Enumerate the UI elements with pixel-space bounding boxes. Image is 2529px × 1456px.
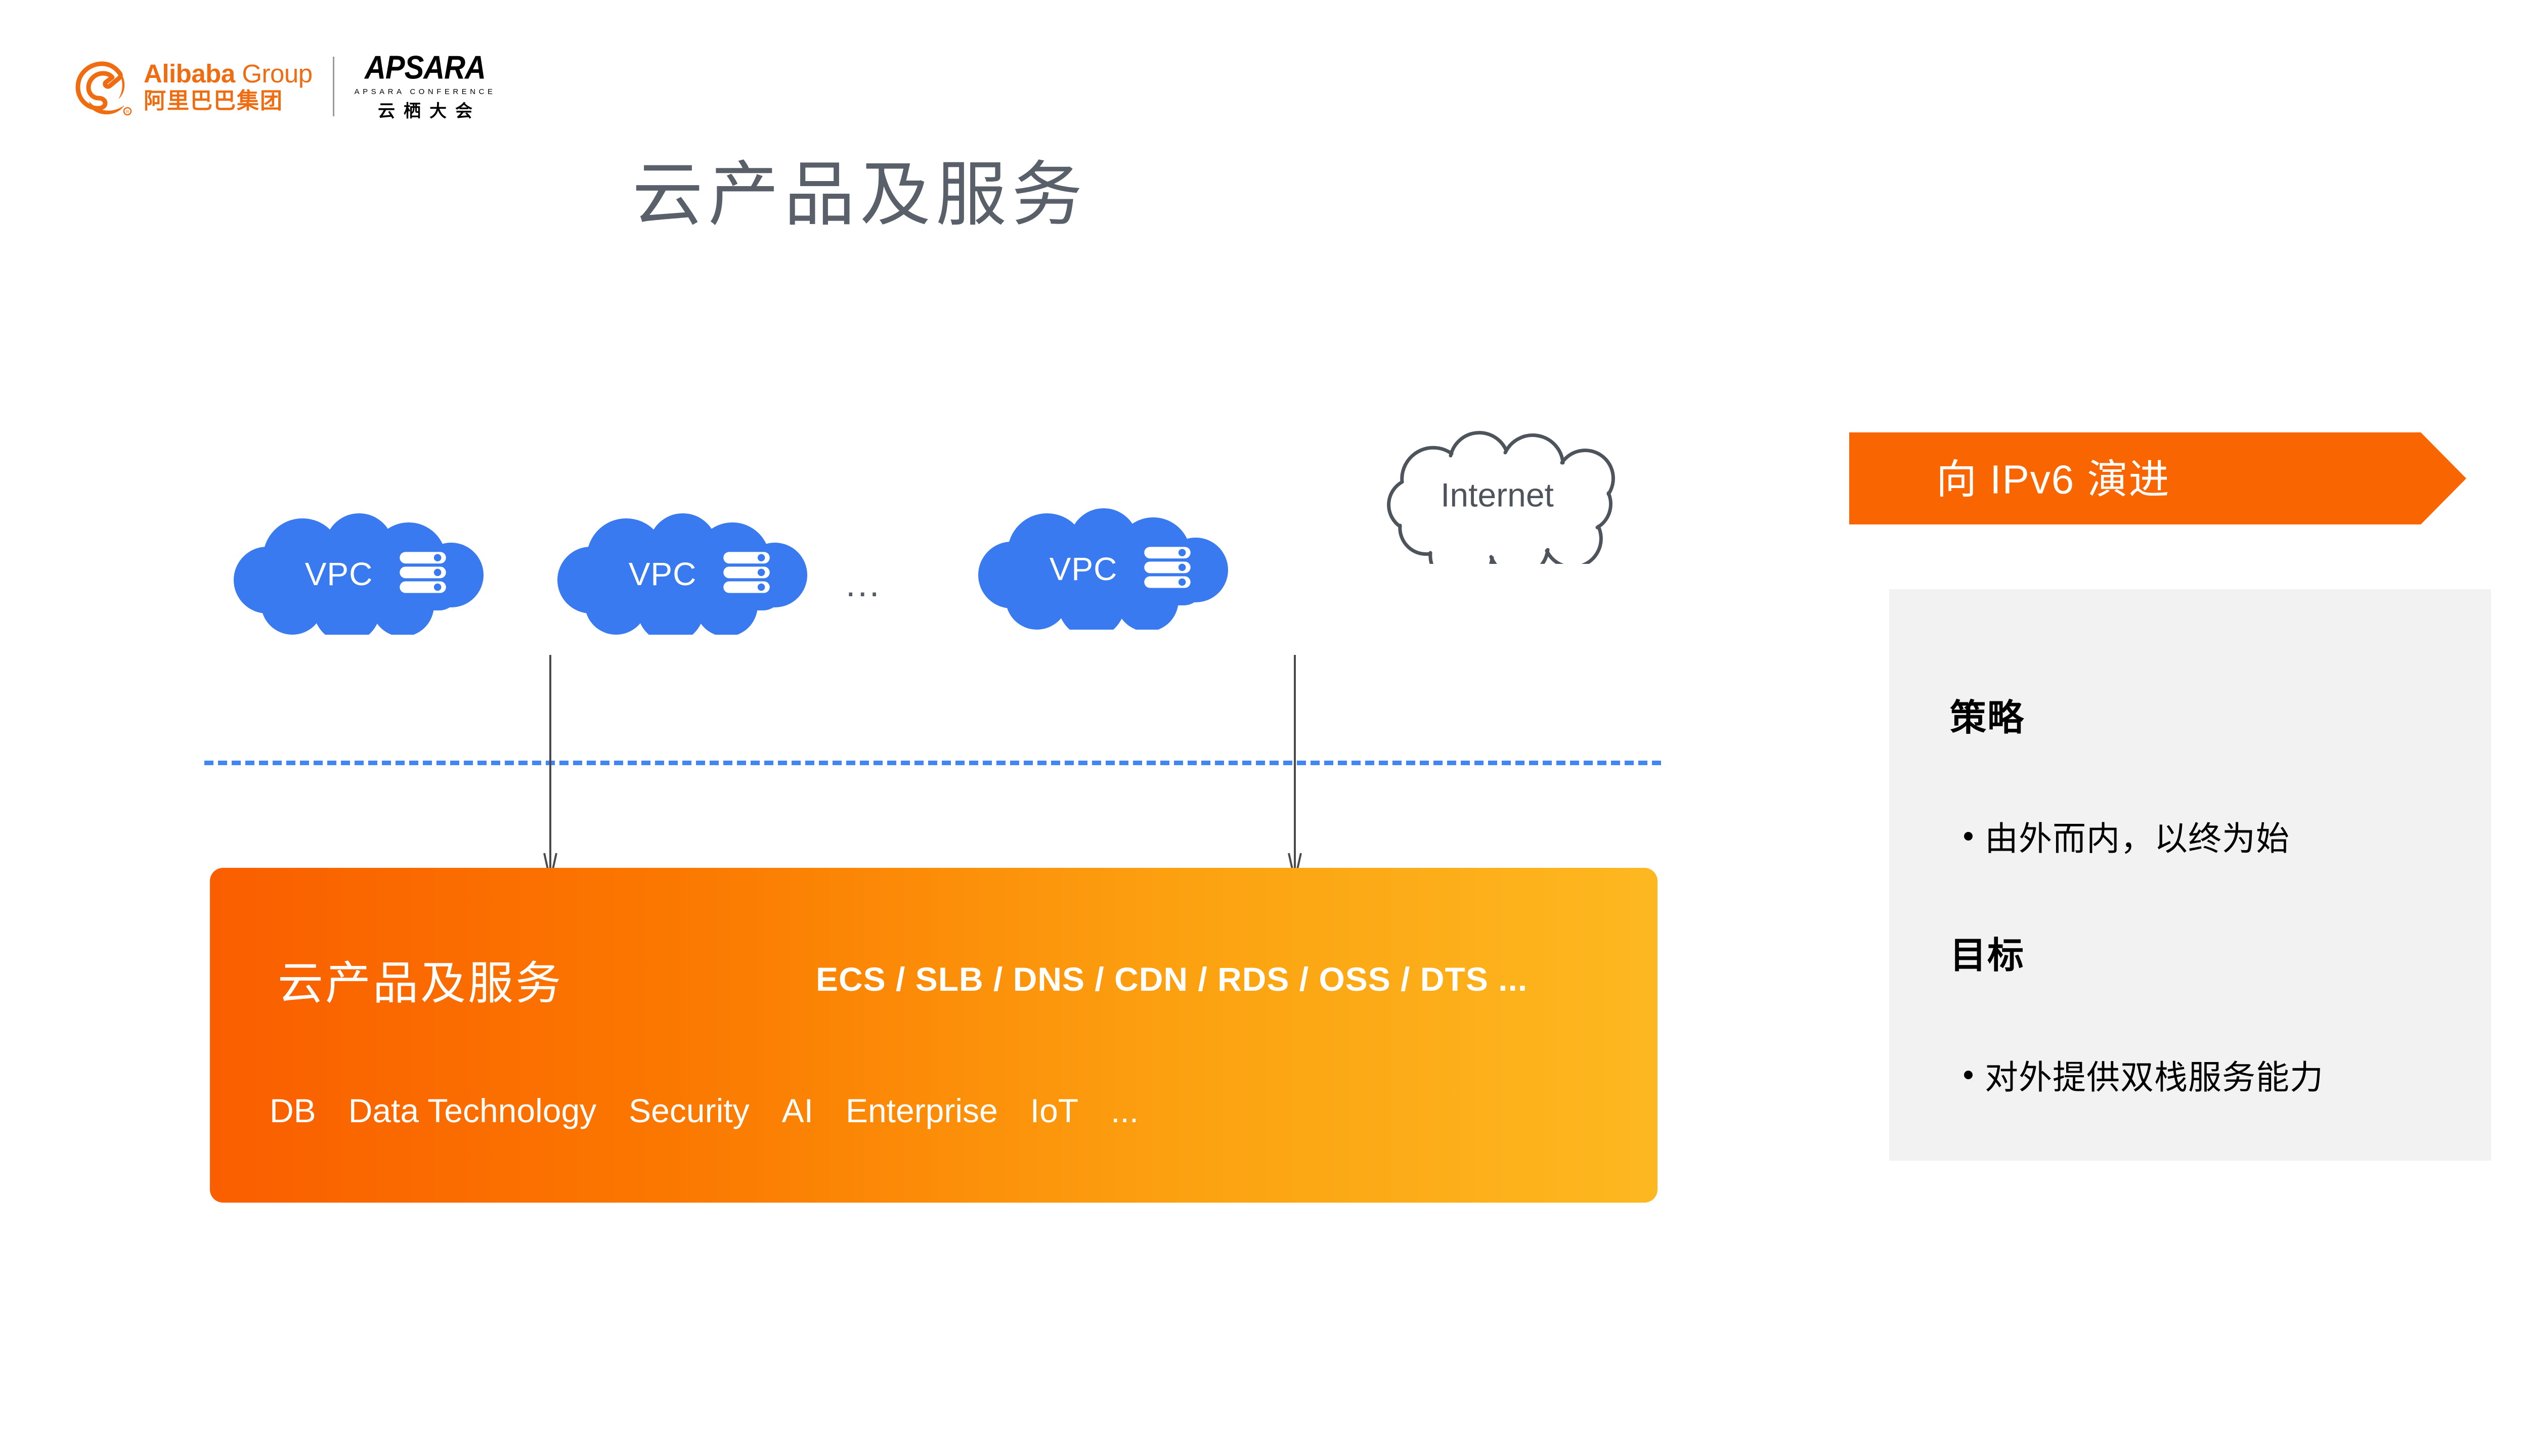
- vertical-divider-icon: [332, 57, 334, 116]
- vpc-cloud-1: VPC: [227, 513, 500, 635]
- vpc-ellipsis: ...: [846, 564, 882, 604]
- alibaba-group-logo: R Alibaba Group 阿里巴巴集团: [71, 53, 313, 121]
- server-rack-icon: [720, 546, 773, 598]
- service-category: IoT: [1030, 1092, 1079, 1129]
- service-category: Security: [629, 1092, 750, 1129]
- service-category: DB: [270, 1092, 316, 1129]
- service-category: Enterprise: [845, 1092, 998, 1129]
- goal-heading: 目标: [1950, 936, 2025, 976]
- services-category-list: DB Data Technology Security AI Enterpris…: [270, 1091, 1139, 1130]
- strategy-bullet-label: 由外而内，以终为始: [1985, 820, 2290, 857]
- down-arrow-icon-2: [1280, 655, 1310, 883]
- strategy-heading: 策略: [1950, 698, 2025, 738]
- cloud-shape-icon: [557, 513, 807, 635]
- apsara-conference-logo: APSARA APSARA CONFERENCE 云栖大会: [354, 49, 496, 121]
- vpc-cloud-2: VPC: [550, 513, 823, 635]
- strategy-bullet-item: 由外而内，以终为始: [1964, 812, 2290, 860]
- brand-logo-bar: R Alibaba Group 阿里巴巴集团 APSARA APSARA CON…: [71, 49, 496, 124]
- goal-bullet-item: 对外提供双栈服务能力: [1964, 1050, 2324, 1099]
- apsara-wordmark: APSARA: [365, 49, 486, 86]
- cloud-shape-icon: [978, 508, 1228, 630]
- alibaba-name-en: Alibaba Group: [144, 59, 313, 88]
- services-box-title: 云产品及服务: [278, 958, 563, 1009]
- dashed-boundary-line: [204, 761, 1661, 765]
- cloud-outline-icon: [1387, 431, 1615, 564]
- bullet-dot-icon: [1964, 1070, 1973, 1079]
- server-rack-icon: [1141, 541, 1194, 593]
- service-category: AI: [781, 1092, 813, 1129]
- bullet-dot-icon: [1964, 831, 1973, 841]
- svg-text:R: R: [126, 109, 129, 114]
- services-product-list: ECS / SLB / DNS / CDN / RDS / OSS / DTS …: [816, 960, 1528, 998]
- ipv6-banner: 向 IPv6 演进: [1849, 432, 2466, 524]
- ipv6-info-panel: 策略 由外而内，以终为始 目标 对外提供双栈服务能力: [1889, 589, 2491, 1161]
- page-title: 云产品及服务: [632, 155, 1087, 234]
- ipv6-banner-label: 向 IPv6 演进: [1936, 457, 2170, 502]
- alibaba-mark-icon: R: [71, 53, 137, 121]
- goal-bullet-label: 对外提供双栈服务能力: [1985, 1058, 2324, 1096]
- service-category: Data Technology: [348, 1092, 597, 1129]
- service-category-ellipsis: ...: [1111, 1092, 1139, 1129]
- internet-cloud: Internet: [1345, 427, 1649, 564]
- cloud-shape-icon: [234, 513, 484, 635]
- apsara-subtitle: APSARA CONFERENCE: [354, 87, 496, 96]
- down-arrow-icon-1: [535, 655, 565, 883]
- cloud-services-box: 云产品及服务 ECS / SLB / DNS / CDN / RDS / OSS…: [210, 868, 1658, 1203]
- alibaba-name-cn: 阿里巴巴集团: [144, 89, 283, 113]
- alibaba-wordmark: Alibaba Group 阿里巴巴集团: [144, 61, 313, 112]
- vpc-cloud-3: VPC: [971, 508, 1244, 630]
- chevron-banner-icon: [1849, 432, 2466, 524]
- apsara-name-cn: 云栖大会: [377, 102, 481, 121]
- server-rack-icon: [397, 546, 449, 598]
